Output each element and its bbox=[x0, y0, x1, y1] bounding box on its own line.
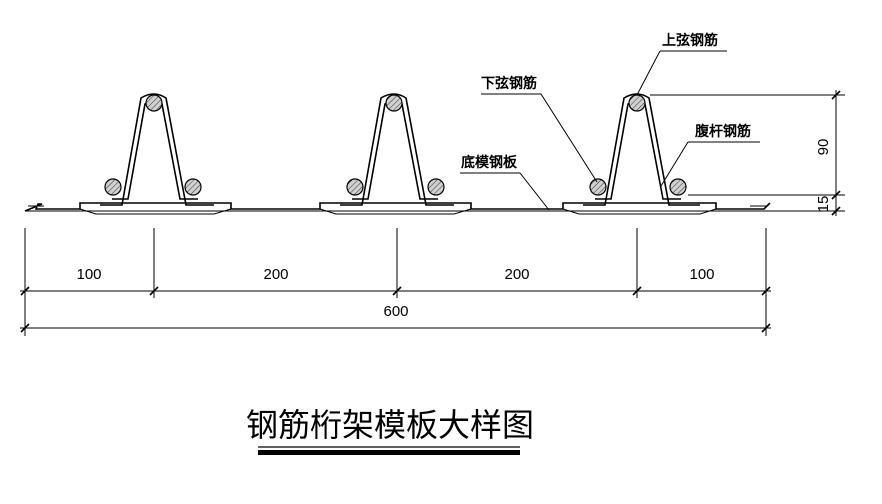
dim-span-4: 100 bbox=[689, 266, 714, 283]
label-bottom-chord: 下弦钢筋 bbox=[481, 75, 537, 92]
horizontal-dimensions: 100 200 200 100 600 bbox=[20, 228, 771, 336]
truss-unit bbox=[340, 93, 454, 206]
leader-bottom-chord bbox=[481, 93, 598, 183]
bottom-chord-bar bbox=[104, 178, 122, 196]
deck-rib bbox=[319, 208, 472, 215]
truss-unit bbox=[583, 93, 700, 206]
leader-top-chord bbox=[636, 50, 727, 96]
vertical-dimension: 90 15 bbox=[650, 90, 845, 216]
dim-total: 600 bbox=[383, 303, 408, 320]
label-top-chord: 上弦钢筋 bbox=[662, 32, 718, 49]
web-bar bbox=[100, 93, 214, 206]
deck-plate bbox=[24, 202, 771, 212]
web-bar bbox=[340, 93, 454, 206]
truss-unit bbox=[100, 93, 214, 206]
dim-height-upper: 90 bbox=[815, 139, 832, 156]
dim-span-1: 100 bbox=[76, 266, 101, 283]
dim-span-3: 200 bbox=[504, 266, 529, 283]
top-chord-bar bbox=[628, 94, 646, 112]
label-deck-plate: 底模钢板 bbox=[461, 154, 518, 171]
label-web-bar: 腹杆钢筋 bbox=[695, 123, 751, 140]
top-chord-bar bbox=[145, 94, 163, 112]
bottom-chord-bar bbox=[427, 178, 445, 196]
deck-rib bbox=[79, 208, 232, 215]
leader-deck-plate bbox=[460, 172, 550, 211]
dim-span-2: 200 bbox=[263, 266, 288, 283]
bottom-chord-bar bbox=[589, 178, 607, 196]
deck-rib bbox=[562, 208, 717, 215]
web-bar bbox=[583, 93, 700, 206]
drawing-title: 钢筋桁架模板大样图 bbox=[246, 406, 534, 444]
bottom-chord-bar bbox=[184, 178, 202, 196]
bottom-chord-bar bbox=[346, 178, 364, 196]
dim-height-lower: 15 bbox=[815, 196, 832, 213]
leader-web-bar bbox=[660, 141, 760, 187]
bottom-chord-bar bbox=[669, 178, 687, 196]
title-underline-thick bbox=[258, 450, 520, 455]
top-chord-bar bbox=[385, 94, 403, 112]
